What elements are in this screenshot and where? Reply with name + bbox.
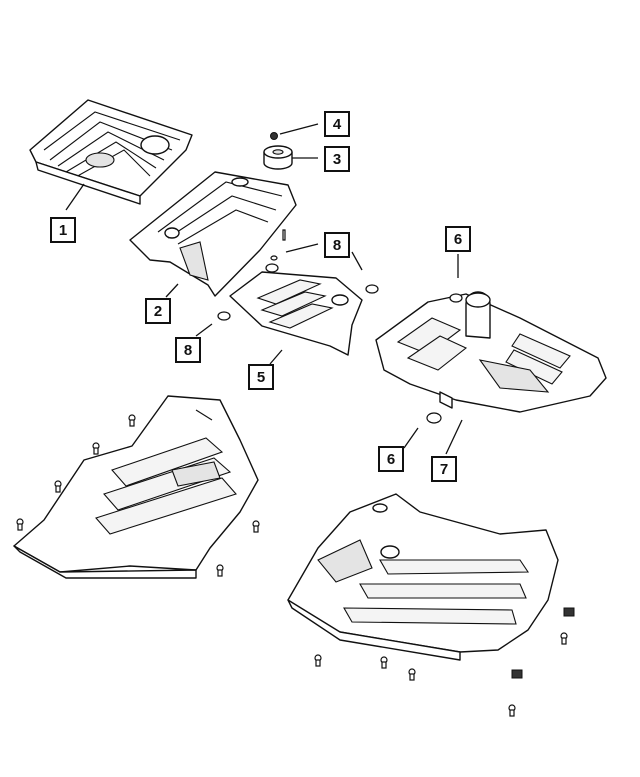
part-6-grommet	[426, 293, 463, 424]
callout-1: 1	[50, 217, 76, 243]
callout-4: 4	[324, 111, 350, 137]
part-4-nut	[270, 132, 278, 140]
bolt-fastener	[16, 414, 260, 577]
part-1-skid-plate	[29, 99, 193, 205]
callout-2: 2	[145, 298, 171, 324]
callout-8-top: 8	[324, 232, 350, 258]
part-8-grommet	[217, 255, 379, 321]
callout-6-bottom: 6	[378, 446, 404, 472]
callout-8-left: 8	[175, 337, 201, 363]
bolt-fastener	[314, 607, 575, 717]
callout-7: 7	[431, 456, 457, 482]
part-3-bushing	[263, 145, 293, 170]
callout-3: 3	[324, 146, 350, 172]
callout-6-top: 6	[445, 226, 471, 252]
part-5-plate	[229, 271, 363, 356]
leader-lines	[65, 123, 463, 455]
stud-fastener	[282, 229, 286, 241]
lower-left-skid-plate	[13, 395, 259, 579]
part-7-fuel-tank-shield	[375, 291, 607, 413]
callout-5: 5	[248, 364, 274, 390]
lower-right-skid-plate	[287, 493, 559, 661]
part-2-shield	[129, 171, 297, 297]
